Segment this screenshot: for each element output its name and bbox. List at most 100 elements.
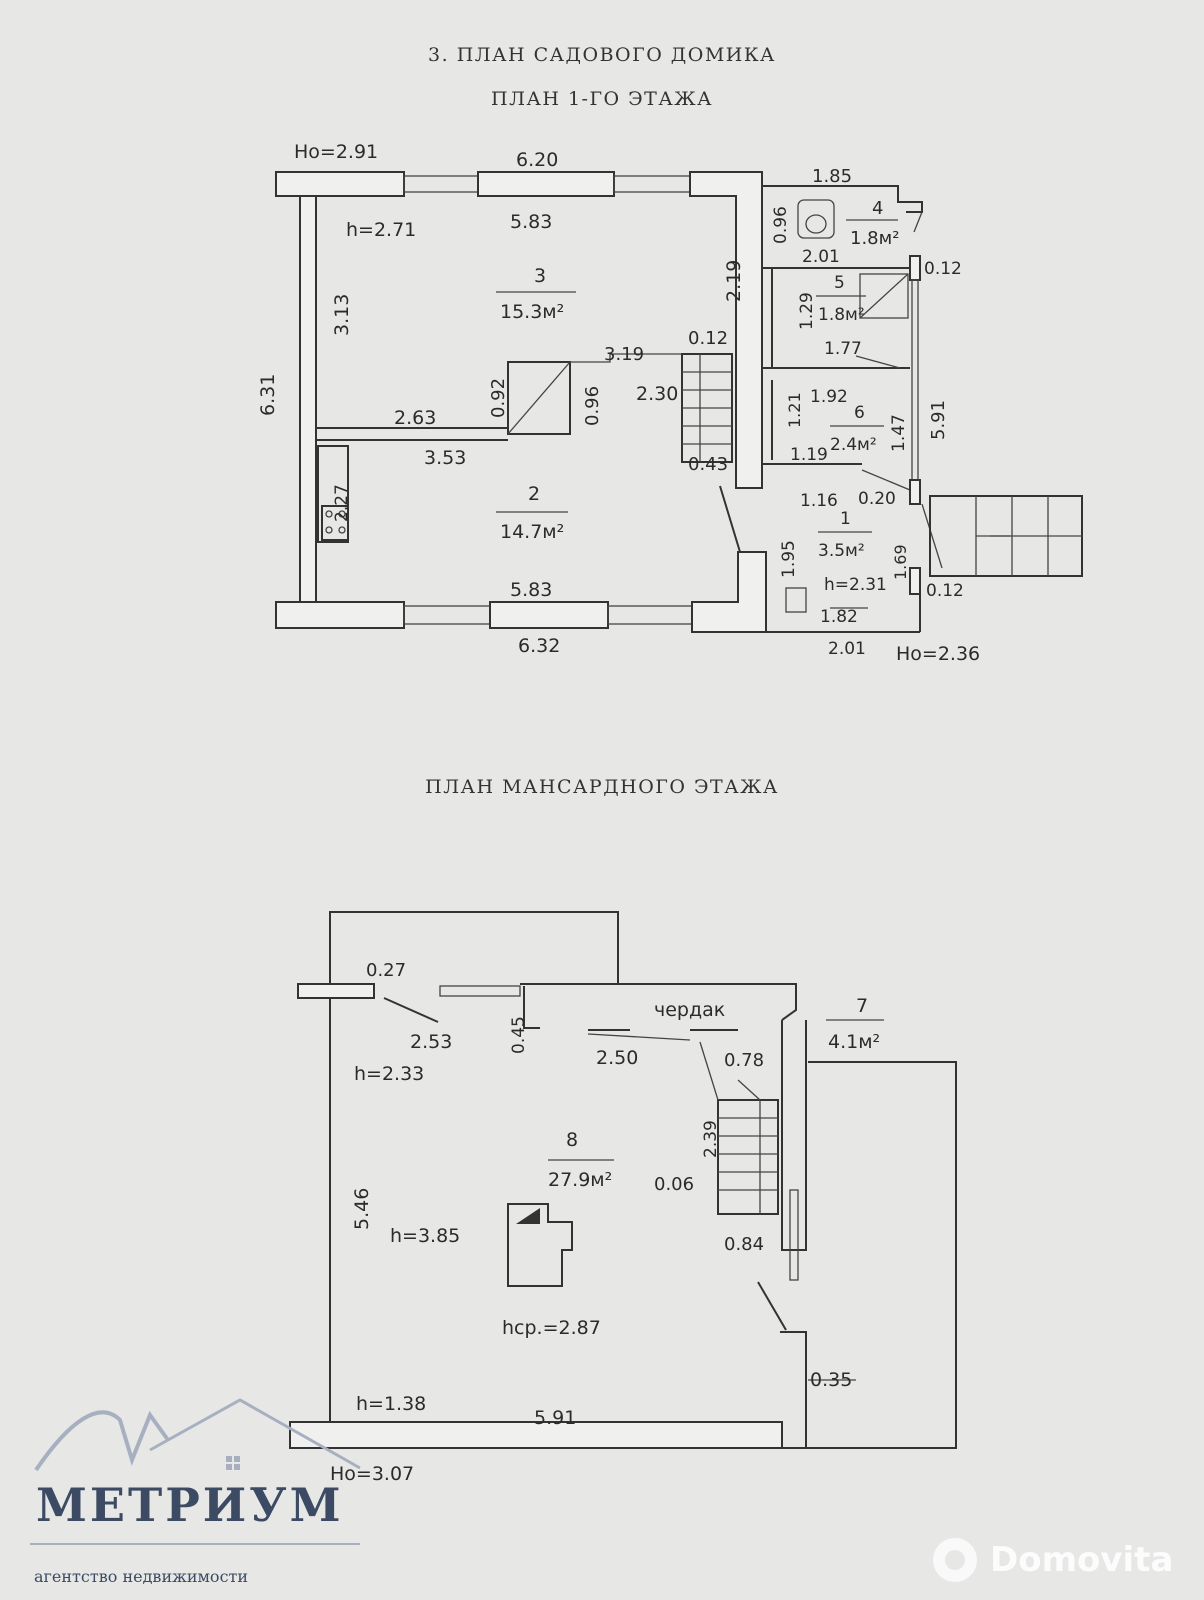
dim-bath-129: 1.29 — [797, 292, 817, 330]
label-ho-bottom: Ho=2.36 — [896, 643, 980, 665]
dim-stair-319: 3.19 — [604, 344, 644, 365]
dimension-leader — [699, 1041, 719, 1101]
dim-stair-230: 2.30 — [636, 383, 678, 405]
dim-partition-096: 0.96 — [582, 386, 603, 426]
window — [911, 279, 919, 481]
room-8-area: 27.9м² — [548, 1169, 612, 1191]
wall-attic-right — [781, 1020, 807, 1251]
wall-segment — [297, 983, 375, 999]
dim-entry-201: 2.01 — [828, 639, 866, 659]
dim-546: 5.46 — [351, 1188, 373, 1230]
window — [403, 605, 491, 625]
room-5-num: 5 — [834, 273, 845, 293]
stair-steps — [682, 354, 732, 462]
dim-stair-043: 0.43 — [688, 454, 728, 475]
logo-subtitle: агентство недвижимости — [34, 1567, 249, 1586]
shower-diagonal — [859, 273, 909, 319]
wall-segment — [275, 171, 405, 197]
roof-outline — [798, 1061, 957, 1449]
wall-segment — [909, 567, 921, 595]
dim-room2-width: 3.53 — [424, 447, 466, 469]
first-floor-plan: Ho=2.91 6.20 5.83 h=2.71 3 15.3м² 2.19 3… — [257, 141, 1083, 665]
wall-segment — [477, 171, 615, 197]
toilet-bowl — [805, 214, 827, 234]
dimension-leader — [570, 353, 690, 363]
dim-room2-width-top: 2.63 — [394, 407, 436, 429]
dim-top-inner: 5.83 — [510, 211, 552, 233]
label-h-138: h=1.38 — [356, 1393, 426, 1415]
dim-entry-195: 1.95 — [779, 540, 799, 578]
attic-floor-plan: 0.27 2.53 0.45 чердак 2.50 0.78 7 4.1м² … — [289, 911, 957, 1485]
door-swing — [921, 503, 943, 569]
window — [403, 175, 479, 193]
dim-entry-116: 1.16 — [800, 491, 838, 511]
porch-steps — [975, 496, 1082, 576]
label-ho: Ho=3.07 — [330, 1463, 414, 1485]
dim-left-height: 6.31 — [257, 374, 279, 416]
dim-top-outer: 6.20 — [516, 149, 558, 171]
dim-hall-119: 1.19 — [790, 445, 828, 465]
wall-segment — [489, 601, 609, 629]
dim-wc-201: 2.01 — [802, 247, 840, 267]
sink — [785, 587, 807, 613]
dim-entry-182: 1.82 — [820, 607, 858, 627]
wall-segment — [689, 171, 763, 489]
wall-attic-inner — [523, 986, 540, 1029]
stove — [321, 505, 349, 541]
toilet — [797, 199, 835, 239]
label-h-233: h=2.33 — [354, 1063, 424, 1085]
wall-segment — [909, 479, 921, 505]
door-swing — [383, 997, 439, 1023]
wall-segment — [909, 255, 921, 281]
stair-steps — [718, 1079, 778, 1214]
dim-room3-height: 3.13 — [331, 294, 353, 336]
dim-006: 0.06 — [654, 1174, 694, 1195]
dim-side-012-top: 0.12 — [924, 259, 962, 279]
dim-side-012-bottom: 0.12 — [926, 581, 964, 601]
dim-wc-width: 1.85 — [812, 166, 852, 187]
watermark-text: Domovita — [990, 1540, 1174, 1580]
dim-hall-192: 1.92 — [810, 387, 848, 407]
wall-left — [299, 195, 317, 603]
room-3-area: 15.3м² — [500, 301, 564, 323]
dim-entry-169: 1.69 — [891, 544, 910, 580]
room-7-area: 4.1м² — [828, 1031, 880, 1053]
window — [613, 175, 691, 193]
dim-right-591: 5.91 — [928, 400, 949, 440]
room-1-area: 3.5м² — [818, 541, 865, 561]
main-title: 3. ПЛАН САДОВОГО ДОМИКА — [428, 44, 776, 66]
burner — [338, 510, 346, 518]
dim-027: 0.27 — [366, 960, 406, 981]
first-floor-title: ПЛАН 1-ГО ЭТАЖА — [491, 88, 713, 110]
dim-078: 0.78 — [724, 1050, 764, 1071]
door-swing — [757, 1281, 787, 1331]
wall-bottom — [289, 1421, 783, 1449]
attic-floor-title: ПЛАН МАНСАРДНОГО ЭТАЖА — [425, 776, 779, 798]
burner — [325, 510, 333, 518]
window — [439, 985, 521, 997]
kitchen-counter — [317, 445, 349, 543]
room-8-num: 8 — [566, 1129, 578, 1151]
room-2-num: 2 — [528, 483, 540, 505]
dim-591: 5.91 — [534, 1407, 576, 1429]
window — [607, 605, 693, 625]
dim-entry-020: 0.20 — [858, 489, 896, 509]
room-6-area: 2.4м² — [830, 435, 877, 455]
chimney — [507, 1203, 573, 1287]
dim-035: 0.35 — [810, 1369, 852, 1391]
burner — [338, 526, 346, 534]
wall-segment — [780, 1331, 807, 1449]
domovita-watermark: Domovita — [930, 1530, 1173, 1590]
dim-hall-147: 1.47 — [889, 414, 909, 452]
wall-wc — [762, 185, 923, 213]
window — [789, 1189, 799, 1281]
dim-wc-096: 0.96 — [771, 206, 791, 244]
dim-bottom-outer: 6.32 — [518, 635, 560, 657]
door-swing — [861, 469, 911, 491]
domovita-logo-icon — [933, 1538, 977, 1582]
room-1-num: 1 — [840, 509, 851, 529]
door-swing — [855, 355, 901, 369]
staircase — [717, 1099, 779, 1215]
room-5-area: 1.8м² — [818, 305, 865, 325]
room-6-num: 6 — [854, 403, 865, 423]
